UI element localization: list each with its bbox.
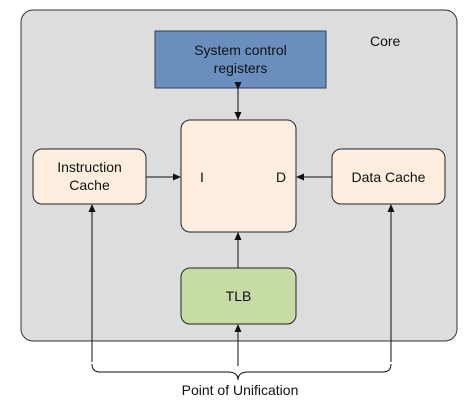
point-of-unification-brace (91, 363, 392, 381)
system-control-registers-block (154, 30, 327, 89)
processor-d-port-label: D (276, 169, 287, 185)
instruction-cache-label: Instruction Cache (33, 158, 146, 194)
system-control-registers-label: System control registers (155, 41, 326, 77)
system-control-registers-line2: registers (213, 60, 268, 76)
instruction-cache-line1: Instruction (57, 159, 122, 175)
core-label: Core (370, 33, 401, 49)
system-control-registers-line1: System control (194, 42, 287, 58)
point-of-unification-label: Point of Unification (181, 382, 299, 398)
instruction-cache-line2: Cache (69, 177, 110, 193)
data-cache-label: Data Cache (351, 169, 426, 185)
tlb-label: TLB (225, 288, 252, 304)
processor-i-port-label: I (200, 169, 204, 185)
